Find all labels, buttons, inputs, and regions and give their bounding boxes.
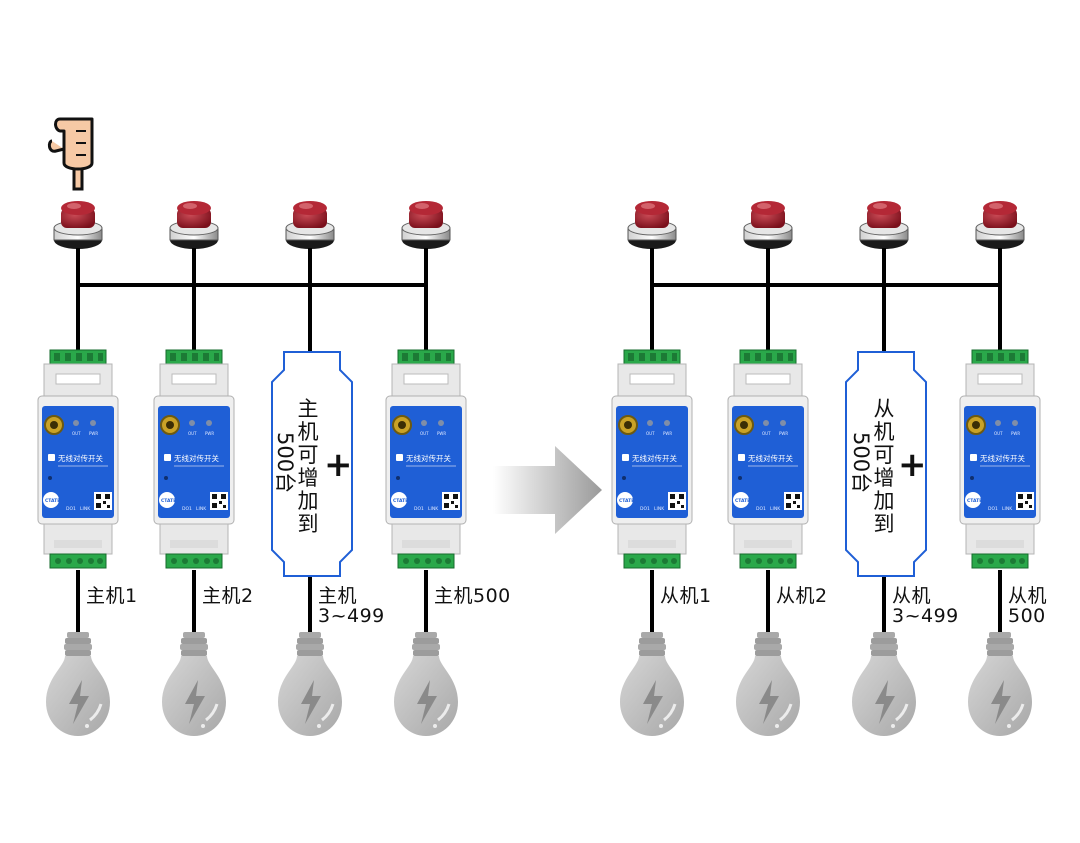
plus-icon: + [324,445,353,485]
label-slave-500-number: 500 [1008,605,1046,627]
label-slave-500: 从机 [1008,585,1048,607]
push-button-icon [169,200,219,250]
pointing-hand-icon [47,117,94,191]
light-bulb-icon [966,630,1034,738]
label-host-1: 主机1 [86,585,138,607]
light-bulb-icon [276,630,344,738]
label-slave-1: 从机1 [660,585,712,607]
label-slave-3-499-range: 3~499 [892,605,959,627]
label-host-2: 主机2 [202,585,254,607]
light-bulb-icon [392,630,460,738]
plus-icon: + [898,445,927,485]
module-host-500 [385,349,467,569]
arrow-right-icon [493,446,602,534]
module-slave-1 [611,349,693,569]
module-host-1 [37,349,119,569]
placeholder-box-right [845,351,927,577]
light-bulb-icon [850,630,918,738]
light-bulb-icon [160,630,228,738]
label-host-3-499: 主机 [318,585,358,607]
label-slave-3-499: 从机 [892,585,932,607]
module-slave-500 [959,349,1041,569]
wiring-right [650,248,1002,640]
push-button-icon [627,200,677,250]
placeholder-text-left: 主机可增加到 [297,397,319,536]
wiring-left [76,248,428,640]
label-host-3-499-range: 3~499 [318,605,385,627]
module-slave-2 [727,349,809,569]
push-button-icon [285,200,335,250]
light-bulb-icon [734,630,802,738]
push-button-icon [859,200,909,250]
label-slave-2: 从机2 [776,585,828,607]
push-button-icon [401,200,451,250]
label-host-500: 主机500 [434,585,511,607]
push-button-icon [53,200,103,250]
placeholder-count-left: 500台 [273,432,297,494]
placeholder-count-right: 500台 [849,432,873,494]
light-bulb-icon [618,630,686,738]
placeholder-text-right: 从机可增加到 [873,397,895,536]
light-bulb-icon [44,630,112,738]
push-button-icon [743,200,793,250]
module-host-2 [153,349,235,569]
push-button-icon [975,200,1025,250]
placeholder-box-left [271,351,353,577]
